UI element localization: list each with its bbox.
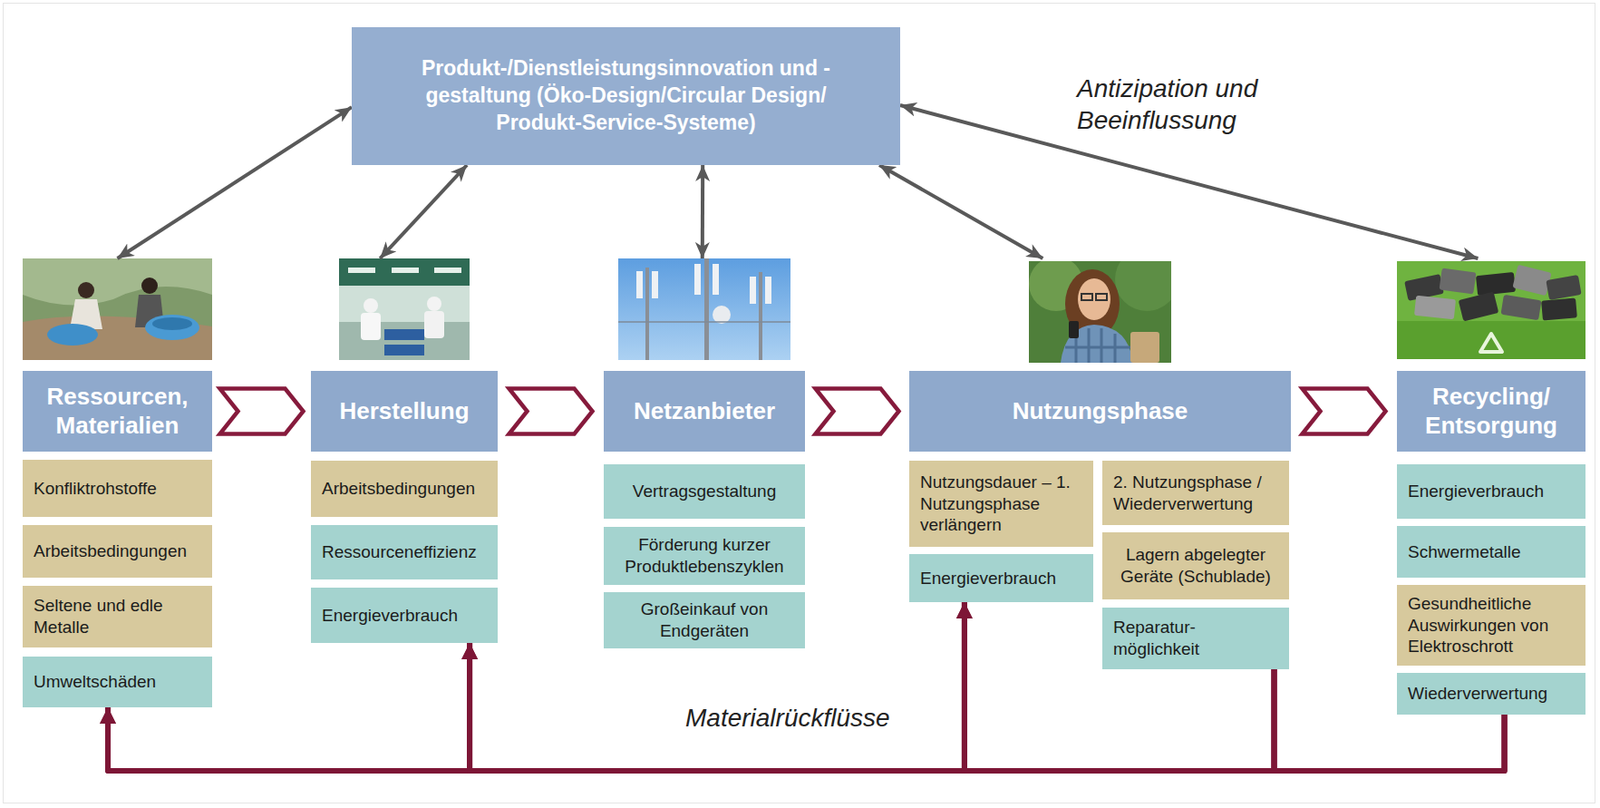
innovation-box: Produkt-/Dienstleistungsinnovation und -… [351, 27, 901, 165]
aspect-box: Energieverbrauch [310, 587, 498, 643]
chevron-arrow [815, 388, 900, 435]
node-text: Vertragsgestaltung [614, 480, 795, 503]
return-arrow [107, 669, 1274, 771]
return-arrow [469, 642, 1504, 771]
recycling-photo [1396, 261, 1586, 359]
node-text: Recycling/ Entsorgung [1404, 382, 1579, 439]
double-arrow [700, 164, 705, 259]
chevron-arrow [509, 388, 593, 435]
double-arrow [379, 164, 467, 259]
node-text: Großeinkauf von Endgeräten [614, 598, 795, 642]
aspect-box: Lagern abgelegter Geräte (Schublade) [1102, 532, 1290, 600]
aspect-box: Reparatur- möglichkeit [1102, 607, 1290, 670]
node-text: Seltene und edle Metalle [33, 594, 202, 639]
aspect-box: Ressourceneffizienz [310, 524, 498, 580]
stage-band: Netzanbieter [603, 370, 805, 452]
aspect-box: Schwermetalle [1396, 525, 1586, 578]
stage-node: Herstellung [310, 258, 498, 452]
node-text: 2. Nutzungsphase / Wiederverwertung [1113, 471, 1279, 515]
chevron-arrow [1302, 388, 1387, 435]
node-text: Arbeitsbedingungen [33, 540, 202, 563]
node-text: Produkt-/Dienstleistungsinnovation und -… [387, 55, 864, 137]
aspect-box: Gesundheitliche Auswirkungen von Elektro… [1396, 584, 1586, 666]
annotation-label: Antizipation und Beeinflussung [1073, 72, 1319, 136]
stage-node: Ressourcen, Materialien [22, 258, 213, 452]
aspect-box: Nutzungsdauer – 1. Nutzungsphase verläng… [909, 460, 1094, 547]
stage-band: Nutzungsphase [909, 370, 1291, 452]
aspect-box: Umweltschäden [22, 656, 213, 708]
node-text: Reparatur- möglichkeit [1113, 616, 1279, 660]
node-text: Nutzungsphase [916, 397, 1284, 426]
node-text: Wiederverwertung [1407, 682, 1575, 705]
node-text: Gesundheitliche Auswirkungen von Elektro… [1407, 592, 1575, 658]
chevron-arrow [220, 388, 304, 435]
node-text: Konfliktrohstoffe [33, 477, 202, 500]
node-text: Förderung kurzer Produktlebenszyklen [614, 533, 795, 578]
stage-node: Nutzungsphase [909, 258, 1291, 452]
node-text: Energieverbrauch [920, 567, 1083, 590]
aspect-box: Wiederverwertung [1396, 672, 1586, 715]
node-text: Energieverbrauch [1407, 480, 1575, 503]
aspect-box: Großeinkauf von Endgeräten [603, 591, 805, 649]
aspect-box: Vertragsgestaltung [603, 464, 805, 519]
annotation-label: Materialrückflüsse [681, 701, 894, 734]
aspect-box: Förderung kurzer Produktlebenszyklen [603, 526, 805, 585]
node-text: Energieverbrauch [321, 604, 487, 627]
stage-band: Recycling/ Entsorgung [1396, 370, 1586, 452]
node-text: Arbeitsbedingungen [321, 477, 487, 500]
factory-photo [339, 258, 470, 360]
node-text: Umweltschäden [33, 670, 202, 693]
aspect-box: Energieverbrauch [909, 553, 1094, 602]
stage-node: Netzanbieter [603, 258, 805, 452]
mining-photo [22, 258, 213, 360]
aspect-box: Konfliktrohstoffe [22, 459, 213, 517]
stage-band: Ressourcen, Materialien [22, 370, 213, 452]
user-photo [1028, 261, 1172, 363]
aspect-box: Arbeitsbedingungen [22, 524, 213, 578]
node-text: Schwermetalle [1407, 541, 1575, 563]
aspect-box: 2. Nutzungsphase / Wiederverwertung [1102, 460, 1290, 525]
antenna-photo [618, 258, 791, 360]
double-arrow [117, 106, 353, 259]
aspect-box: Seltene und edle Metalle [22, 585, 213, 648]
double-arrow [879, 164, 1043, 259]
node-text: Ressourceneffizienz [321, 541, 487, 563]
aspect-box: Arbeitsbedingungen [310, 460, 498, 517]
node-text: Nutzungsdauer – 1. Nutzungsphase verläng… [920, 471, 1083, 536]
stage-band: Herstellung [310, 370, 498, 452]
node-text: Lagern abgelegter Geräte (Schublade) [1113, 543, 1279, 588]
node-text: Ressourcen, Materialien [29, 382, 205, 439]
stage-node: Recycling/ Entsorgung [1396, 258, 1586, 452]
node-text: Herstellung [318, 397, 491, 426]
node-text: Netzanbieter [610, 397, 798, 426]
aspect-box: Energieverbrauch [1396, 464, 1586, 519]
